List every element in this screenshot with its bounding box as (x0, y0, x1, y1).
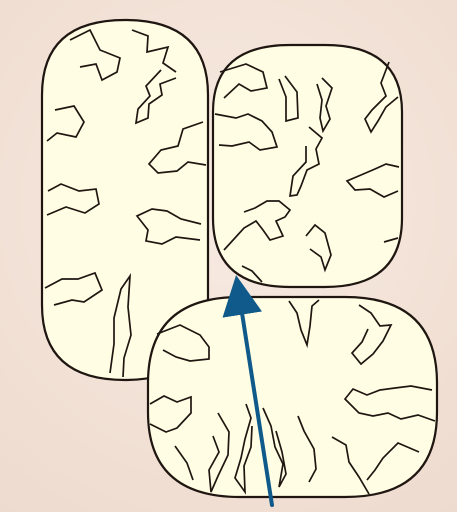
bottom-rounded-tile[interactable] (148, 297, 437, 497)
upper-right-rounded-tile[interactable] (213, 45, 402, 287)
